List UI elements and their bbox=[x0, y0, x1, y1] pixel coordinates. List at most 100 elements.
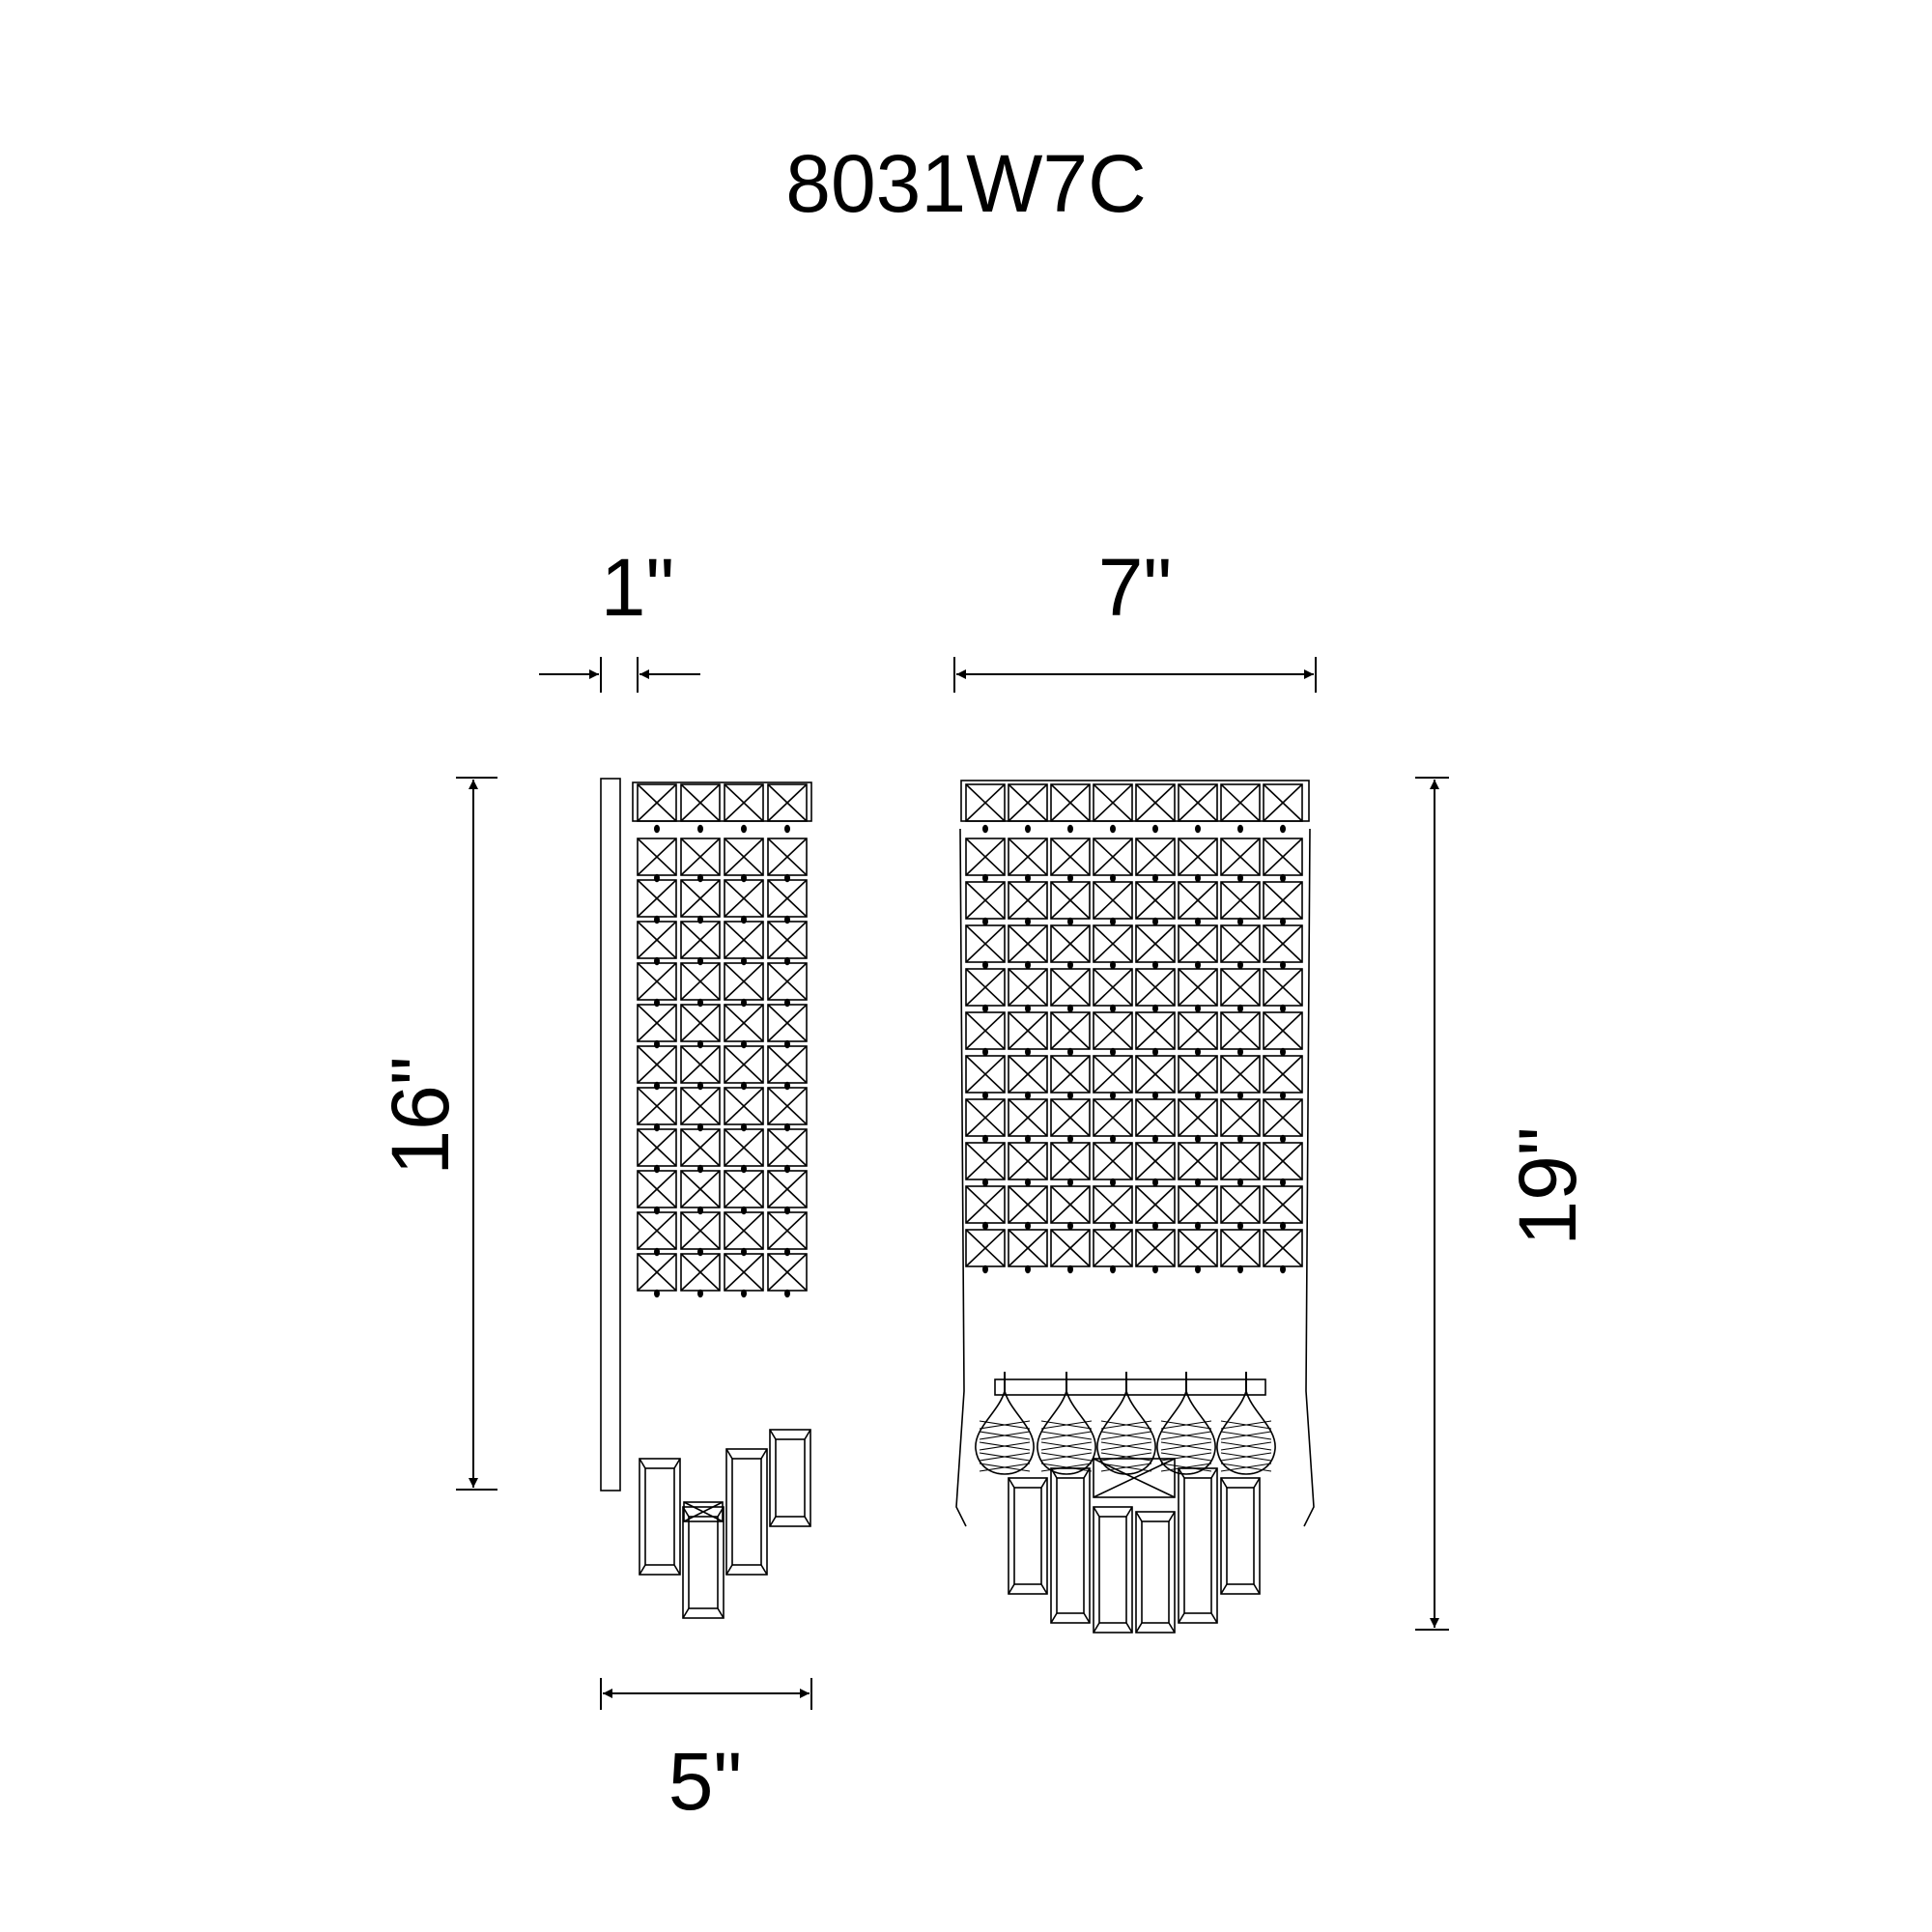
bead bbox=[1025, 1221, 1032, 1231]
crystal-prism bbox=[725, 1448, 768, 1576]
depth-dimension-label: 1" bbox=[600, 542, 675, 633]
teardrop-crystal bbox=[1216, 1387, 1276, 1475]
bead bbox=[1067, 1264, 1074, 1274]
bead bbox=[1025, 1264, 1032, 1274]
bead bbox=[1152, 960, 1159, 970]
bead bbox=[1025, 824, 1032, 834]
bead bbox=[1195, 1004, 1202, 1013]
bead bbox=[1195, 1091, 1202, 1100]
side-view-drawing bbox=[600, 778, 812, 1619]
bead bbox=[1280, 1047, 1287, 1057]
bead bbox=[1152, 1091, 1159, 1100]
bead bbox=[1110, 824, 1117, 834]
bead bbox=[1067, 1004, 1074, 1013]
bead bbox=[1067, 1134, 1074, 1144]
crystal-ring-bar bbox=[994, 1378, 1266, 1396]
body-height-dimension-label: 16" bbox=[375, 1056, 466, 1176]
bead bbox=[696, 824, 703, 834]
bead bbox=[1110, 960, 1117, 970]
teardrop-crystal bbox=[1037, 1387, 1096, 1475]
bead bbox=[1237, 1221, 1244, 1231]
bead bbox=[1195, 1047, 1202, 1057]
bead bbox=[981, 824, 988, 834]
bead bbox=[1280, 1004, 1287, 1013]
bead bbox=[981, 1221, 988, 1231]
bead bbox=[1025, 960, 1032, 970]
bead bbox=[1110, 1221, 1117, 1231]
crystal-prism bbox=[639, 1458, 681, 1576]
bead bbox=[1237, 1004, 1244, 1013]
bead bbox=[1067, 824, 1074, 834]
crystal-square bbox=[1135, 783, 1176, 822]
bead bbox=[1110, 1134, 1117, 1144]
bead bbox=[981, 1264, 988, 1274]
bead bbox=[1195, 1221, 1202, 1231]
crystal-square bbox=[1263, 783, 1303, 822]
bead bbox=[1237, 1178, 1244, 1187]
backplate bbox=[600, 778, 621, 1492]
bead bbox=[981, 1004, 988, 1013]
bead bbox=[1280, 1178, 1287, 1187]
bead bbox=[1110, 917, 1117, 926]
bead bbox=[1280, 1264, 1287, 1274]
teardrop-crystal bbox=[1156, 1387, 1216, 1475]
bead bbox=[1067, 873, 1074, 883]
bead bbox=[1237, 873, 1244, 883]
bead bbox=[1152, 1221, 1159, 1231]
crystal-square bbox=[1093, 1458, 1176, 1498]
bead bbox=[1025, 1004, 1032, 1013]
bead bbox=[981, 960, 988, 970]
crystal-square bbox=[1008, 783, 1048, 822]
bead bbox=[740, 824, 747, 834]
bead bbox=[1152, 1134, 1159, 1144]
bead bbox=[1195, 1134, 1202, 1144]
crystal-square bbox=[637, 783, 677, 822]
bead bbox=[696, 1289, 703, 1298]
bead bbox=[1280, 1221, 1287, 1231]
bead bbox=[1067, 960, 1074, 970]
crystal-square bbox=[767, 783, 808, 822]
bead bbox=[1195, 1178, 1202, 1187]
bead bbox=[1280, 960, 1287, 970]
backplate-width-dimension-label: 5" bbox=[668, 1736, 743, 1827]
crystal-prism bbox=[682, 1506, 724, 1619]
bead bbox=[1152, 873, 1159, 883]
crystal-square bbox=[1178, 783, 1218, 822]
bead bbox=[1152, 1004, 1159, 1013]
bead bbox=[1152, 917, 1159, 926]
bead bbox=[981, 1091, 988, 1100]
bead bbox=[981, 1047, 988, 1057]
right-edge-strand bbox=[1303, 828, 1315, 1527]
crystal-square bbox=[1093, 783, 1133, 822]
bead bbox=[1110, 1178, 1117, 1187]
dimension-lines bbox=[456, 657, 1449, 1710]
bead bbox=[1025, 1134, 1032, 1144]
bead bbox=[1195, 873, 1202, 883]
total-height-dimension-label: 19" bbox=[1502, 1126, 1593, 1246]
bead bbox=[1067, 1091, 1074, 1100]
crystal-prism bbox=[1093, 1506, 1133, 1634]
bead bbox=[981, 917, 988, 926]
canopy-bar bbox=[632, 781, 812, 822]
width-dimension-label: 7" bbox=[1097, 542, 1173, 633]
bead bbox=[1025, 1178, 1032, 1187]
bead bbox=[783, 1289, 790, 1298]
bead bbox=[1110, 1047, 1117, 1057]
bead bbox=[981, 1134, 988, 1144]
bead bbox=[1280, 824, 1287, 834]
crystal-square bbox=[1220, 783, 1261, 822]
crystal-square bbox=[965, 783, 1006, 822]
left-edge-strand bbox=[955, 828, 967, 1527]
bead bbox=[783, 824, 790, 834]
bead bbox=[1067, 1178, 1074, 1187]
bead bbox=[653, 1289, 660, 1298]
bead bbox=[1280, 873, 1287, 883]
bead bbox=[1152, 1178, 1159, 1187]
crystal-square bbox=[724, 783, 764, 822]
bead bbox=[1237, 1047, 1244, 1057]
bead bbox=[1067, 1221, 1074, 1231]
bead bbox=[981, 1178, 988, 1187]
bead bbox=[981, 873, 988, 883]
crystal-prism bbox=[1220, 1477, 1261, 1595]
